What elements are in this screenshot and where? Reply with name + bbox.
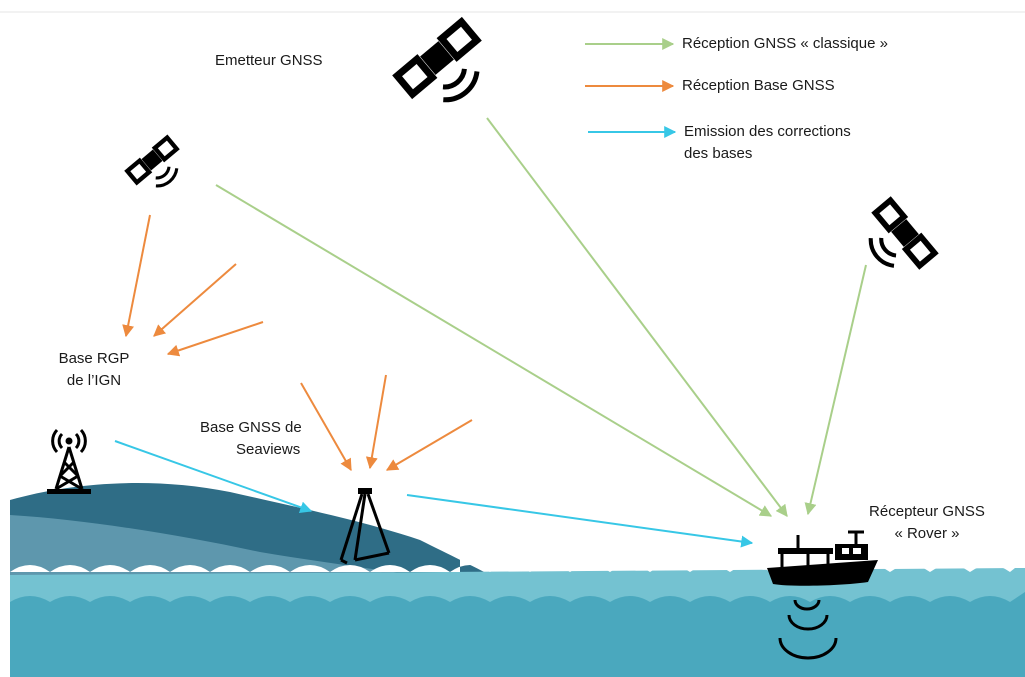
base-gnss-label: Base GNSS de Seaviews xyxy=(200,417,302,461)
arrow-rgp-1 xyxy=(122,214,151,338)
arrow-sat-right-to-rover xyxy=(804,264,867,516)
base-reception-arrows xyxy=(122,214,473,472)
satellite-icon xyxy=(124,134,180,188)
gnss-reception-arrows xyxy=(215,117,867,517)
sonar-icon xyxy=(778,599,838,660)
wave-crests-bottom xyxy=(10,592,1025,602)
arrow-seaviews-1 xyxy=(300,382,352,472)
correction-arrows xyxy=(114,440,754,548)
base-gnss-line1: Base GNSS de xyxy=(200,419,302,436)
radio-tower-icon xyxy=(47,428,91,494)
legend-arrows xyxy=(585,38,677,138)
arrow-base-to-rover xyxy=(406,494,754,548)
arrow-tower-to-base xyxy=(114,440,313,514)
base-rgp-line1: Base RGP xyxy=(58,350,130,367)
tripod-icon xyxy=(339,488,391,565)
legend-corrections-line1: Emission des corrections xyxy=(684,123,851,140)
legend-corrections-line2: des bases xyxy=(684,145,753,162)
base-rgp-label: Base RGP de l’IGN xyxy=(49,348,139,392)
base-gnss-line2: Seaviews xyxy=(236,441,301,458)
legend-corrections: Emission des corrections des bases xyxy=(684,121,851,165)
legend-gnss-reception: Réception GNSS « classique » xyxy=(682,35,888,52)
rover-line1: Récepteur GNSS xyxy=(869,503,985,520)
rover-label: Récepteur GNSS « Rover » xyxy=(852,501,1002,545)
satellite-icon xyxy=(392,16,482,103)
boat-icon xyxy=(767,530,878,586)
wave-crests-top xyxy=(10,540,1025,572)
arrow-rgp-3 xyxy=(166,321,264,357)
arrow-rgp-2 xyxy=(153,263,237,337)
arrow-sat-main-to-rover xyxy=(486,117,788,517)
arrow-sat-left-to-rover xyxy=(215,184,773,517)
emitter-label: Emetteur GNSS xyxy=(215,52,323,69)
arrow-seaviews-3 xyxy=(385,419,473,471)
rover-line2: « Rover » xyxy=(894,525,960,542)
sea-body xyxy=(10,592,1025,677)
base-rgp-line2: de l’IGN xyxy=(66,372,122,389)
arrow-seaviews-2 xyxy=(365,374,387,470)
satellite-icon xyxy=(868,196,939,270)
legend-base-reception: Réception Base GNSS xyxy=(682,77,835,94)
